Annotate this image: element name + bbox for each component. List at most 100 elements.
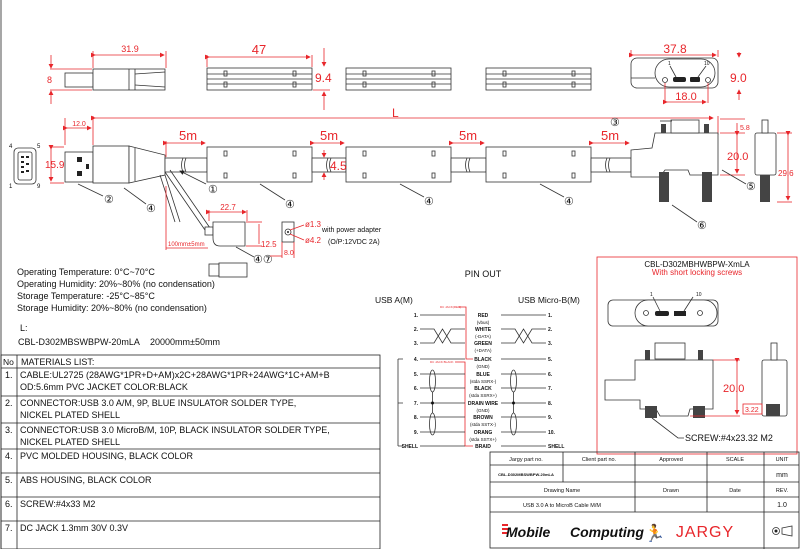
pin-left: 4.: [414, 357, 419, 363]
pin-left: 6.: [414, 386, 419, 392]
wire-color: BROWN: [473, 415, 493, 421]
segment-2-length: 5m: [320, 128, 338, 143]
pin-left: 8.: [414, 415, 419, 421]
variant-screw-offset-dim: 3.22: [745, 407, 759, 414]
dc-jack-height-dim: 12.5: [261, 240, 277, 249]
twisted-pair-icon: [420, 328, 465, 344]
length-value: 20000mm±50mm: [150, 337, 220, 347]
drain-junction: [512, 401, 515, 405]
env-line: Operating Temperature: 0°C~70°C: [17, 267, 155, 277]
callout-4a: ④: [146, 203, 156, 215]
tb-header-part: Jargy part no.: [509, 457, 543, 463]
repeater-2: [345, 146, 452, 183]
pinout-left-title: USB A(M): [375, 295, 413, 305]
pinout-row: 1.1.RED(vbus): [414, 313, 553, 325]
pin-right: 5.: [548, 357, 553, 363]
cable-diameter-dim: 4.5: [330, 159, 347, 173]
pinout-row: 7. 8. DRAIN WIRE(GND): [414, 401, 553, 413]
wire-color: BLUE: [476, 372, 490, 378]
variant-detail: CBL-D302MBHWBPW-XmLA With short locking …: [596, 256, 798, 455]
microb-top-dim: 5.8: [740, 125, 750, 132]
pin-left: 2.: [414, 327, 419, 333]
tb-header-drawing: Drawing Name: [544, 488, 580, 494]
wire-color: DRAIN WIRE: [468, 401, 499, 407]
pin-10-label: 10: [704, 61, 710, 67]
wire-color: RED: [478, 313, 489, 319]
pin-left: 7.: [414, 401, 419, 407]
pinout-row: 4.5.BLACK(GND): [414, 357, 553, 369]
wire-signal: (+DATA): [475, 348, 492, 353]
variant-note: With short locking screws: [652, 268, 742, 277]
plug-height-dim: 15.9: [45, 160, 65, 171]
dc-jack-length-dim: 22.7: [220, 203, 236, 212]
wire-signal: (stda SSRX+): [469, 393, 497, 398]
wire-signal: (GND): [477, 408, 490, 413]
length-label: L:: [20, 323, 28, 333]
inner-diameter-dim: ø1.3: [305, 220, 322, 229]
pin-right: 1.: [548, 313, 553, 319]
usb-a-side-view: 31.9 8: [47, 44, 167, 104]
pinout-row: 6.7.BLACK(stda SSRX+): [414, 386, 553, 398]
segment-4-length: 5m: [601, 128, 619, 143]
wire-signal: (stda SSTX+): [469, 437, 497, 442]
pin-right: SHELL: [548, 444, 564, 450]
plug-length-dim: 12.0: [72, 121, 86, 128]
repeater-side-views: 47 9.4: [205, 42, 592, 110]
pinout-right-title: USB Micro-B(M): [518, 295, 580, 305]
wire-color: BLACK: [474, 357, 492, 363]
material-description: CONNECTOR:USB 3.0 A/M, 9P, BLUE INSULATO…: [20, 398, 296, 408]
title-block: Jargy part no. Client part no. Approved …: [489, 451, 800, 549]
adapter-spec: (O/P:12VDC 2A): [328, 239, 380, 246]
repeater-height-dim: 9.4: [315, 71, 332, 85]
microb-top-view: 1 10 37.8 9.0 18.0: [629, 42, 747, 105]
pin-right: 2.: [548, 327, 553, 333]
logo-mobile-computing: Mobile Computing 🏃: [502, 523, 665, 543]
tb-rev: 1.0: [777, 502, 787, 509]
pinout-title: PIN OUT: [465, 269, 502, 279]
variant-height-dim: 20.0: [723, 383, 744, 395]
environment-specs: Operating Temperature: 0°C~70°C Operatin…: [17, 267, 220, 347]
tb-part-no: CBL-D302MBSWBPW-20mLA: [498, 472, 554, 477]
pinout-row: 5.6.BLUE(stda SSRX-): [414, 372, 553, 384]
logo-computing-text: Computing: [570, 524, 644, 540]
variant-pin-1: 1: [650, 292, 653, 298]
pin-right: 8.: [548, 401, 553, 407]
material-no: 2.: [5, 398, 13, 408]
material-description: PVC MOLDED HOUSING, BLACK COLOR: [20, 451, 194, 461]
adapter-note: with power adapter: [321, 227, 382, 234]
material-description: NICKEL PLATED SHELL: [20, 437, 120, 447]
segment-dims: 5m 5m 5m 5m 4.5: [163, 128, 630, 180]
length-part: CBL-D302MBSWBPW-20mLA: [18, 337, 140, 347]
pin-right: 10.: [548, 430, 556, 436]
segment-1-length: 5m: [179, 128, 197, 143]
projection-symbol-icon: [772, 525, 793, 537]
material-description: NICKEL PLATED SHELL: [20, 410, 120, 420]
usb-a-height-dim: 8: [47, 75, 52, 85]
pin-9-label: 9: [37, 184, 41, 190]
callout-4d: ④: [564, 196, 574, 208]
pinout-row: 8.9.BROWN(stda SSTX-): [414, 415, 553, 427]
material-no: 6.: [5, 499, 13, 509]
logo-jargy: JARGY: [676, 524, 734, 541]
callout-3: ③: [610, 117, 620, 129]
tb-header-unit: UNIT: [776, 457, 789, 463]
material-no: 4.: [5, 451, 13, 461]
usb-a-length-dim: 31.9: [121, 44, 139, 54]
tb-header-scale: SCALE: [726, 457, 744, 463]
adapter-width-dim: 8.0: [284, 250, 294, 257]
pin-4-label: 4: [9, 144, 13, 150]
pin-right: 3.: [548, 341, 553, 347]
materials-table: No MATERIALS LIST: 1.CABLE:UL2725 (28AWG…: [0, 354, 381, 549]
pin-left: 1.: [414, 313, 419, 319]
microb-total-height-dim: 29.6: [778, 169, 794, 178]
callout-4b: ④: [285, 199, 295, 211]
microb-pitch-dim: 18.0: [675, 91, 696, 103]
runner-icon: 🏃: [644, 523, 665, 543]
shield-oval-icon: [429, 369, 436, 393]
pinout-row: 2.2.WHITE(-DATA): [414, 327, 553, 339]
material-no: 3.: [5, 425, 13, 435]
repeater-3: [485, 146, 592, 183]
material-description: ABS HOUSING, BLACK COLOR: [20, 475, 152, 485]
material-description: CABLE:UL2725 (28AWG*1PR+D+AM)x2C+28AWG*1…: [20, 370, 330, 380]
